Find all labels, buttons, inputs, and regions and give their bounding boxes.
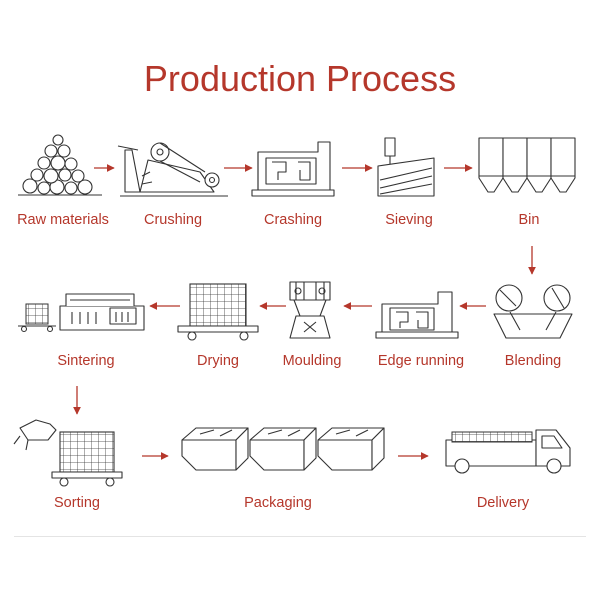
step-label-sieving: Sieving [385, 212, 433, 228]
sorting-cart-icon [13, 419, 123, 487]
edge-runner-icon [375, 291, 459, 339]
diagram-title: Production Process [143, 58, 457, 99]
kiln-icon [18, 293, 145, 333]
step-label-sorting: Sorting [54, 495, 100, 511]
step-label-moulding: Moulding [282, 353, 342, 369]
press-machine-icon [289, 281, 331, 339]
sieve-icon [377, 137, 435, 197]
step-label-crushing: Crushing [143, 212, 203, 228]
crash-machine-icon [251, 141, 335, 197]
step-label-crashing: Crashing [263, 212, 323, 228]
step-label-sintering: Sintering [57, 353, 115, 369]
flow-arrows [73, 164, 536, 460]
jaw-crusher-icon [117, 142, 228, 197]
step-label-blending: Blending [504, 353, 562, 369]
step-label-drying: Drying [197, 353, 239, 369]
bottom-divider [14, 536, 586, 537]
truck-icon [445, 429, 571, 474]
blending-icon [493, 284, 573, 339]
step-label-bin: Bin [518, 212, 540, 228]
step-label-packaging: Packaging [244, 495, 312, 511]
step-label-delivery: Delivery [476, 495, 530, 511]
raw-materials-icon [18, 134, 102, 196]
step-label-edge-running: Edge running [377, 353, 465, 369]
cartons-icon [181, 427, 385, 471]
drying-cart-icon [177, 283, 259, 341]
step-label-raw-materials: Raw materials [17, 212, 109, 228]
bin-silos-icon [478, 137, 576, 193]
